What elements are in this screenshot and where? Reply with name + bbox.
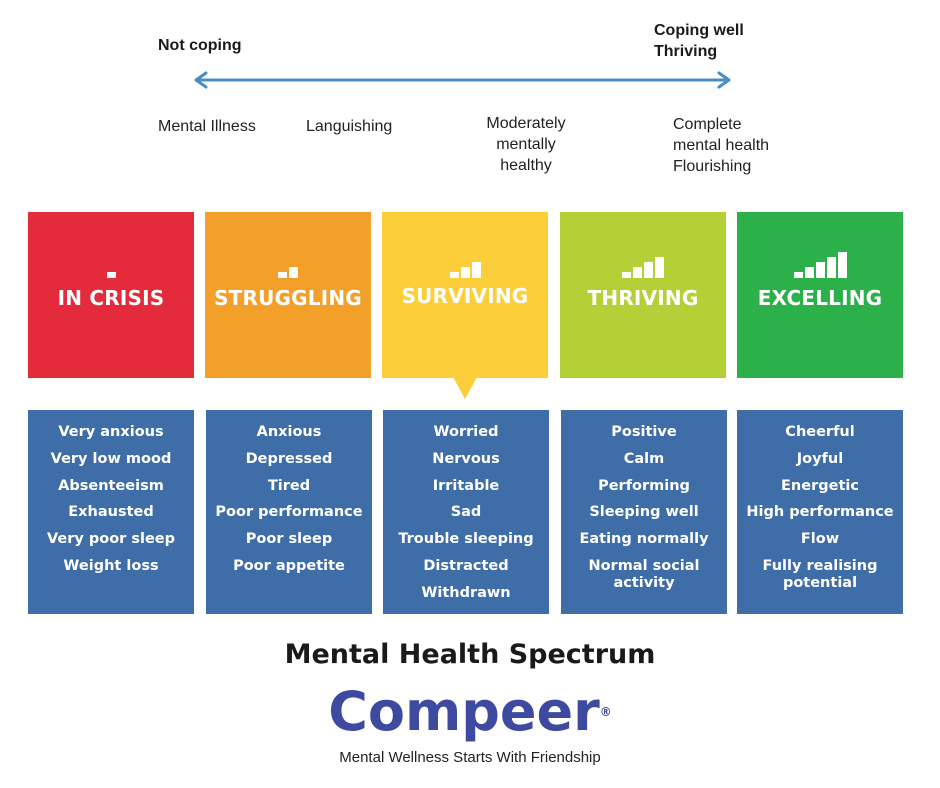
signal-bar bbox=[804, 267, 814, 278]
card-struggling: STRUGGLING bbox=[205, 212, 371, 378]
card-excelling: EXCELLING bbox=[737, 212, 903, 378]
symptom-item: Weight loss bbox=[63, 557, 159, 574]
signal-bar bbox=[622, 272, 631, 278]
signal-bar bbox=[106, 272, 116, 278]
logo-wordmark: Compeer bbox=[328, 680, 600, 743]
signal-bar bbox=[793, 272, 803, 278]
current-stage-pointer bbox=[453, 377, 477, 399]
symptom-item: Nervous bbox=[432, 450, 500, 467]
card-title: THRIVING bbox=[587, 286, 699, 310]
spectrum-arrow bbox=[194, 71, 731, 89]
signal-bar bbox=[837, 252, 847, 278]
symptom-item: Absenteeism bbox=[58, 477, 164, 494]
symptom-item: Distracted bbox=[423, 557, 509, 574]
compeer-logo: Compeer® bbox=[0, 680, 940, 744]
signal-bar bbox=[633, 267, 642, 278]
symptom-item: Flow bbox=[800, 531, 840, 548]
stage-label-flourishing: Complete mental health Flourishing bbox=[673, 116, 770, 175]
symptom-item: Tired bbox=[267, 477, 311, 494]
signal-bar bbox=[278, 272, 287, 278]
symptom-item: Sad bbox=[450, 504, 482, 521]
stage-label-languishing: Languishing bbox=[306, 118, 393, 135]
symptom-item: Normal social activity bbox=[588, 557, 700, 591]
card-title: STRUGGLING bbox=[214, 286, 362, 310]
symptom-item: Trouble sleeping bbox=[398, 531, 534, 548]
card-title: EXCELLING bbox=[757, 286, 883, 310]
symptom-item: Exhausted bbox=[68, 504, 154, 521]
signal-bars-icon bbox=[382, 250, 548, 278]
signal-bar bbox=[826, 257, 836, 278]
signal-bar bbox=[644, 262, 653, 278]
signal-bar bbox=[289, 267, 298, 278]
symptom-item: Eating normally bbox=[579, 531, 709, 548]
signal-bar bbox=[655, 257, 664, 278]
symptom-item: High performance bbox=[746, 504, 894, 521]
stage-label-mental-illness: Mental Illness bbox=[158, 118, 256, 135]
symptom-item: Fully realising potential bbox=[762, 557, 878, 591]
not-coping-label: Not coping bbox=[158, 37, 242, 54]
symptom-item: Withdrawn bbox=[421, 584, 511, 601]
symptom-item: Depressed bbox=[245, 450, 333, 467]
symptom-item: Anxious bbox=[256, 424, 322, 440]
symptom-item: Very anxious bbox=[58, 424, 164, 440]
symptom-item: Cheerful bbox=[785, 424, 855, 440]
card-thriving: THRIVING bbox=[560, 212, 726, 378]
signal-bars-icon bbox=[737, 250, 903, 278]
symptom-item: Very low mood bbox=[50, 450, 172, 467]
signal-bar bbox=[449, 272, 459, 278]
symptom-item: Poor sleep bbox=[245, 531, 333, 548]
symptom-item: Joyful bbox=[796, 450, 844, 467]
coping-well-label: Coping well bbox=[654, 22, 744, 39]
symptom-item: Energetic bbox=[781, 477, 859, 494]
symptom-item: Performing bbox=[598, 477, 690, 494]
thriving-scale-label: Thriving bbox=[654, 43, 718, 60]
signal-bars-icon bbox=[560, 250, 726, 278]
symptom-item: Positive bbox=[611, 424, 677, 440]
signal-bars-icon bbox=[205, 250, 371, 278]
card-in-crisis: IN CRISIS bbox=[28, 212, 194, 378]
symptom-item: Worried bbox=[433, 424, 499, 440]
signal-bar bbox=[815, 262, 825, 278]
signal-bars-icon bbox=[28, 250, 194, 278]
symptom-item: Very poor sleep bbox=[46, 531, 176, 548]
card-title: SURVIVING bbox=[401, 284, 529, 308]
symptom-item: Sleeping well bbox=[589, 504, 699, 521]
page-title: Mental Health Spectrum bbox=[284, 639, 656, 670]
symptom-item: Poor appetite bbox=[233, 557, 345, 574]
card-surviving: SURVIVING bbox=[382, 212, 548, 378]
symptom-item: Poor performance bbox=[215, 504, 363, 521]
signal-bar bbox=[471, 262, 481, 278]
signal-bar bbox=[460, 267, 470, 278]
card-title: IN CRISIS bbox=[57, 286, 165, 310]
logo-tagline: Mental Wellness Starts With Friendship bbox=[339, 749, 601, 766]
symptom-item: Irritable bbox=[432, 477, 500, 494]
stage-label-moderately-healthy: Moderately mentally healthy bbox=[486, 115, 566, 174]
symptom-item: Calm bbox=[623, 450, 665, 467]
registered-mark: ® bbox=[599, 705, 612, 719]
